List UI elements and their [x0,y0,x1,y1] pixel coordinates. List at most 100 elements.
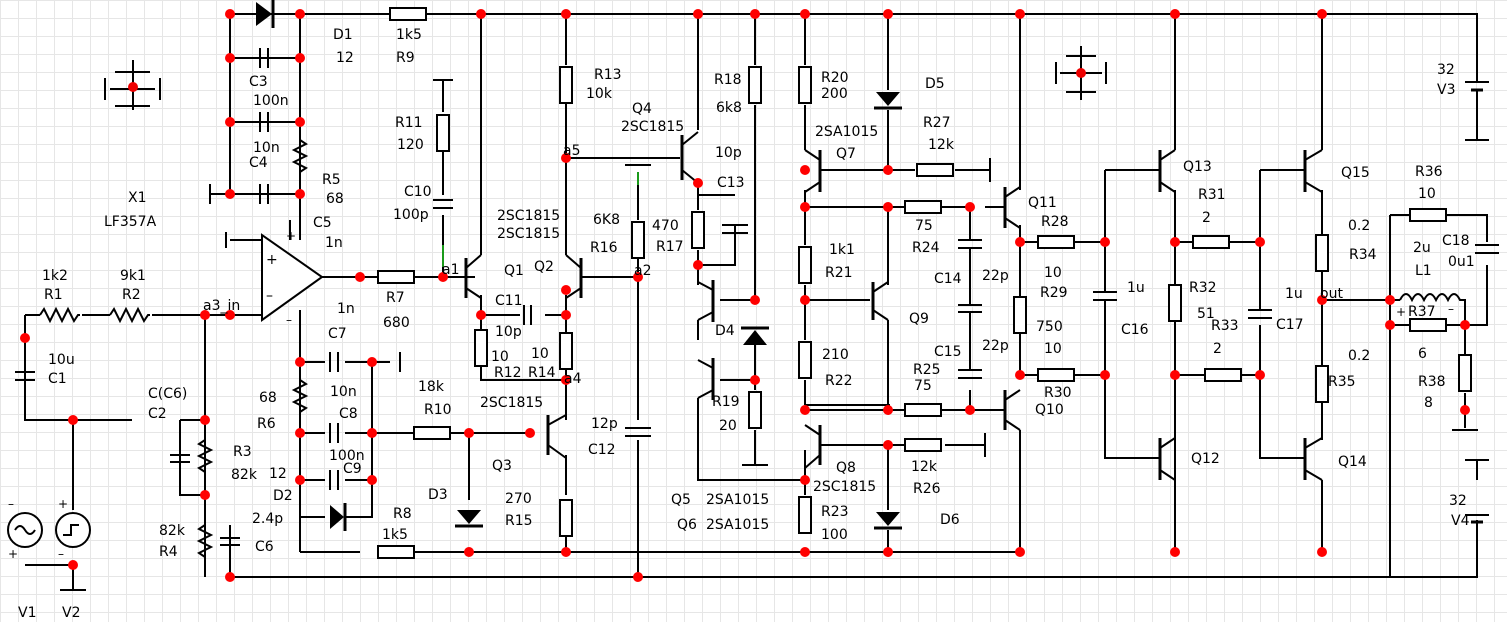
label-R36: R36 [1415,164,1443,180]
label-C14: C14 [934,271,962,287]
label-D2: D2 [273,488,293,504]
label-R4: R4 [159,544,178,560]
resistor-R25 [904,403,942,417]
resistor-R31 [1192,235,1230,249]
label-C11: C11 [495,293,523,309]
resistor-R5 [291,139,309,173]
label-D5: D5 [925,76,945,92]
resistor-R6 [291,379,309,413]
junction-dots [20,9,1470,582]
label-C18: C18 [1442,233,1470,249]
label-Q7: Q7 [836,146,856,162]
opamp-X1 [261,233,324,322]
label-value: 1k5 [382,527,408,543]
label-value: 10 [1044,265,1062,281]
label-value: 6K8 [593,212,620,228]
label-C1: C1 [48,371,67,387]
label-value: 120 [397,137,424,153]
resistor-R22 [798,341,812,379]
label-C16: C16 [1121,322,1149,338]
resistor-R29 [1013,296,1027,334]
svg-text:–: – [266,288,273,304]
label-value: 51 [1197,306,1215,322]
label-value: 22p [982,338,1009,354]
resistor-R32 [1168,284,1182,322]
label-value: 470 [652,218,679,234]
label-Q3: Q3 [492,458,512,474]
resistor-R18 [748,66,762,104]
label-C13: C13 [717,175,745,191]
label-value: 9k1 [120,268,146,284]
label-value: 6 [1418,346,1427,362]
label-C7: C7 [328,326,347,342]
resistor-R19 [748,391,762,429]
label-Q13: Q13 [1183,159,1212,175]
label-value: 100n [253,93,289,109]
label-value: 10 [1418,186,1436,202]
label-value: 12 [336,50,354,66]
label-net: a3_in [203,298,240,314]
label-value: 1n [325,235,343,251]
label-net: out [1320,286,1343,302]
svg-text:–: – [58,547,64,561]
resistor-R27 [916,163,954,177]
svg-text:+: + [58,497,68,511]
label-value: 10n [253,140,280,156]
label-value: 10k [586,86,613,102]
svg-text:+: + [286,229,296,243]
label-value: 0.2 [1348,218,1370,234]
svg-text:–: – [1448,302,1454,316]
label-part: 2SC1815 [497,226,560,242]
resistor-R15 [559,499,573,537]
label-Q9: Q9 [909,311,929,327]
label-C3: C3 [249,74,268,90]
label-value: 22p [982,268,1009,284]
label-value: 68 [259,390,277,406]
label-value: 1k1 [829,242,855,258]
label-R25: R25 [913,362,941,378]
source-V2 [55,512,91,548]
label-value: 10p [495,324,522,340]
zener-D4 [743,330,767,345]
resistor-R14 [559,332,573,370]
label-C4: C4 [249,155,268,171]
label-value: 12p [591,416,618,432]
label-R37: R37 [1408,304,1436,320]
label-Q8: Q8 [836,460,856,476]
label-D1: D1 [333,27,353,43]
label-R33: R33 [1211,318,1239,334]
label-C12: C12 [588,442,616,458]
label-value: 10n [330,384,357,400]
label-value: 10 [1044,341,1062,357]
resistor-R21 [798,246,812,284]
label-R17: R17 [656,239,684,255]
label-Q6: Q6 [677,517,697,533]
svg-text:–: – [286,313,292,327]
label-value: 75 [914,378,932,394]
label-R5: R5 [322,172,341,188]
label-Q12: Q12 [1191,451,1220,467]
resistor-R16 [631,221,645,259]
label-value: 1k2 [42,268,68,284]
label-value: 750 [1036,319,1063,335]
label-R26: R26 [913,481,941,497]
label-R18: R18 [714,72,742,88]
label-R35: R35 [1328,374,1356,390]
label-part: 2SA1015 [706,492,769,508]
label-R34: R34 [1349,247,1377,263]
resistor-R3 [196,439,214,473]
label-value: 270 [505,491,532,507]
label-part: 2SC1815 [497,208,560,224]
label-C10: C10 [404,184,432,200]
led-D5 [876,92,900,106]
resistor-R36 [1409,208,1447,222]
label-value: 1u [1285,286,1303,302]
label-R29: R29 [1040,285,1068,301]
label-value: 10p [715,145,742,161]
svg-text:–: – [8,497,14,511]
label-value: 1n [337,301,355,317]
label-V1: V1 [18,605,36,621]
components [7,0,1499,591]
